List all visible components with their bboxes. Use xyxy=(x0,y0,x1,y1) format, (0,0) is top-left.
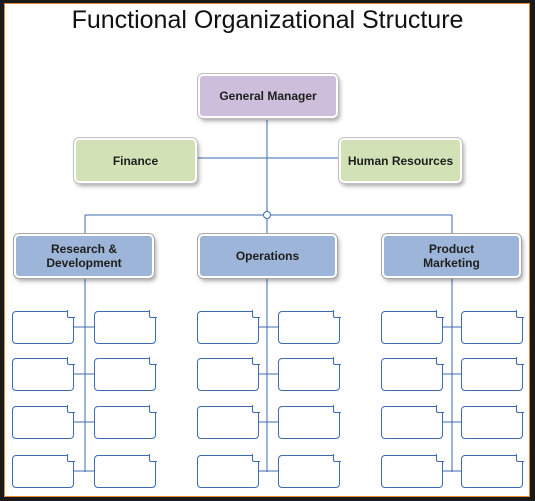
chart-title: Functional Organizational Structure xyxy=(71,6,464,34)
empty-position-box xyxy=(12,455,74,488)
empty-position-box xyxy=(278,406,340,439)
empty-position-box xyxy=(278,455,340,488)
empty-position-box xyxy=(197,406,259,439)
empty-position-box xyxy=(197,455,259,488)
junction-node xyxy=(263,211,271,219)
empty-position-box xyxy=(381,406,443,439)
human-resources-label: Human Resources xyxy=(347,153,454,168)
empty-position-box xyxy=(381,455,443,488)
empty-position-box xyxy=(461,455,523,488)
human-resources-box: Human Resources xyxy=(338,137,463,184)
research-development-box: Research & Development xyxy=(13,233,155,279)
empty-position-box xyxy=(197,311,259,344)
empty-position-box xyxy=(12,311,74,344)
research-development-label: Research & Development xyxy=(46,242,122,270)
empty-position-box xyxy=(381,358,443,391)
empty-position-box xyxy=(381,311,443,344)
empty-position-box xyxy=(461,358,523,391)
empty-position-box xyxy=(461,406,523,439)
empty-position-box xyxy=(94,358,156,391)
product-marketing-box: Product Marketing xyxy=(381,233,522,279)
empty-position-box xyxy=(94,311,156,344)
product-marketing-label: Product Marketing xyxy=(423,242,480,270)
empty-position-box xyxy=(94,455,156,488)
empty-position-box xyxy=(197,358,259,391)
finance-box: Finance xyxy=(73,137,198,184)
general-manager-box: General Manager xyxy=(197,73,339,119)
finance-label: Finance xyxy=(112,153,159,168)
empty-position-box xyxy=(12,406,74,439)
empty-position-box xyxy=(461,311,523,344)
empty-position-box xyxy=(12,358,74,391)
empty-position-box xyxy=(278,358,340,391)
general-manager-label: General Manager xyxy=(219,89,317,103)
empty-position-box xyxy=(94,406,156,439)
operations-box: Operations xyxy=(197,233,338,279)
empty-position-box xyxy=(278,311,340,344)
operations-label: Operations xyxy=(235,249,300,263)
